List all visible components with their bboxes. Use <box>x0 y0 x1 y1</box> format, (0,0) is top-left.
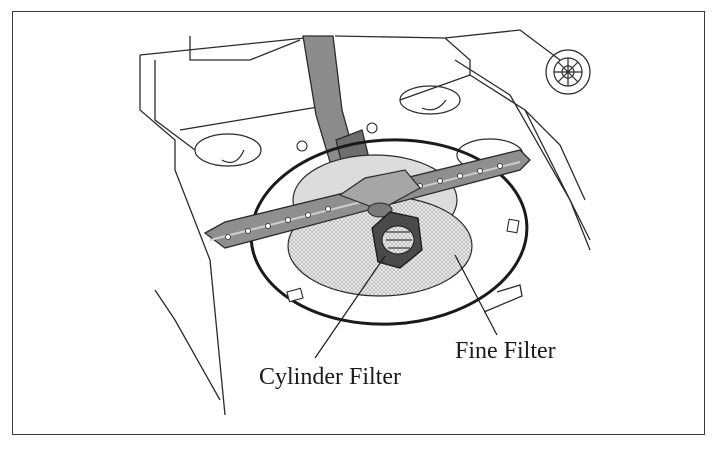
spray-nozzle-icon <box>545 49 591 95</box>
tub-outline <box>139 29 591 416</box>
cylinder-filter <box>371 211 423 269</box>
spray-arm <box>203 149 531 249</box>
ring-clips <box>286 122 520 303</box>
leader-lines <box>314 254 498 359</box>
cylinder-filter-label: Cylinder Filter <box>259 364 401 390</box>
fine-filter-label: Fine Filter <box>455 338 556 364</box>
rod <box>483 284 523 313</box>
